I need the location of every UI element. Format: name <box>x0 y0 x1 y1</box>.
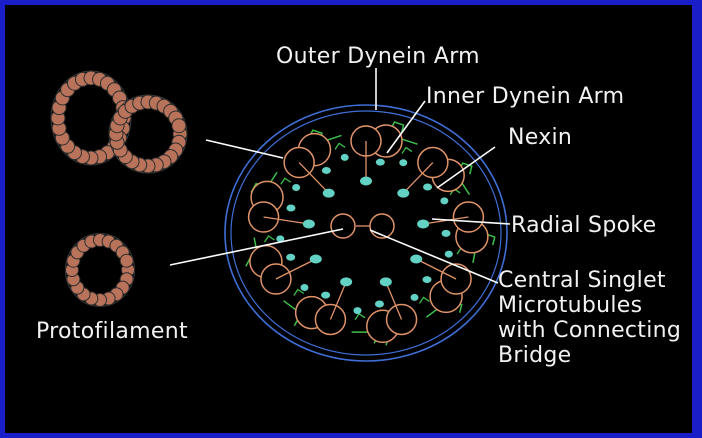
inner-dynein-arm <box>355 314 365 320</box>
leader-line <box>206 140 283 158</box>
protofilament-subunit <box>120 254 133 267</box>
singlet-cross-section <box>66 234 135 307</box>
label-central-singlet-1: Central Singlet <box>498 268 666 293</box>
label-radial-spoke: Radial Spoke <box>511 213 656 238</box>
spoke-knob <box>375 300 384 307</box>
label-central-singlet-3: with Connecting <box>498 318 681 343</box>
spoke-knob <box>286 254 295 261</box>
label-inner-dynein-arm: Inner Dynein Arm <box>426 84 624 109</box>
spoke-knob <box>399 159 407 166</box>
label-central-singlet-2: Microtubules <box>498 293 642 318</box>
label-central-singlet-4: Bridge <box>498 343 572 368</box>
inner-dynein-arm <box>281 178 291 184</box>
spoke-head <box>417 219 429 228</box>
doublet-cross-section-right <box>109 95 187 173</box>
spoke-knob <box>410 294 418 301</box>
spoke-knob <box>423 276 432 283</box>
spoke-knob <box>341 154 349 161</box>
spoke-knob <box>353 307 361 314</box>
spoke-knob <box>445 251 453 258</box>
inner-dynein-arm <box>265 236 275 242</box>
spoke-head <box>303 219 315 228</box>
spoke-knob <box>321 292 330 299</box>
inner-dynein-arm <box>402 148 412 154</box>
inner-dynein-arm <box>420 297 430 303</box>
spoke-knob <box>440 197 448 204</box>
spoke-knob <box>376 159 385 166</box>
spoke-head <box>360 177 372 186</box>
spoke-knob <box>292 184 300 191</box>
label-protofilament: Protofilament <box>36 319 188 344</box>
spoke-head <box>410 255 422 264</box>
spoke-head <box>323 189 335 198</box>
spoke-knob <box>322 167 331 174</box>
spoke-head <box>340 277 352 286</box>
label-outer-dynein-arm: Outer Dynein Arm <box>276 44 480 69</box>
label-nexin: Nexin <box>508 125 572 150</box>
central-singlet-left <box>331 214 355 238</box>
spoke-knob <box>286 205 295 212</box>
inner-dynein-arm <box>335 143 345 149</box>
protofilament-subunit <box>172 119 186 133</box>
spoke-head <box>310 255 322 264</box>
spoke-knob <box>441 230 450 237</box>
spoke-head <box>397 189 409 198</box>
spoke-knob <box>423 184 432 191</box>
spoke-head <box>380 277 392 286</box>
spoke-knob <box>300 284 308 291</box>
